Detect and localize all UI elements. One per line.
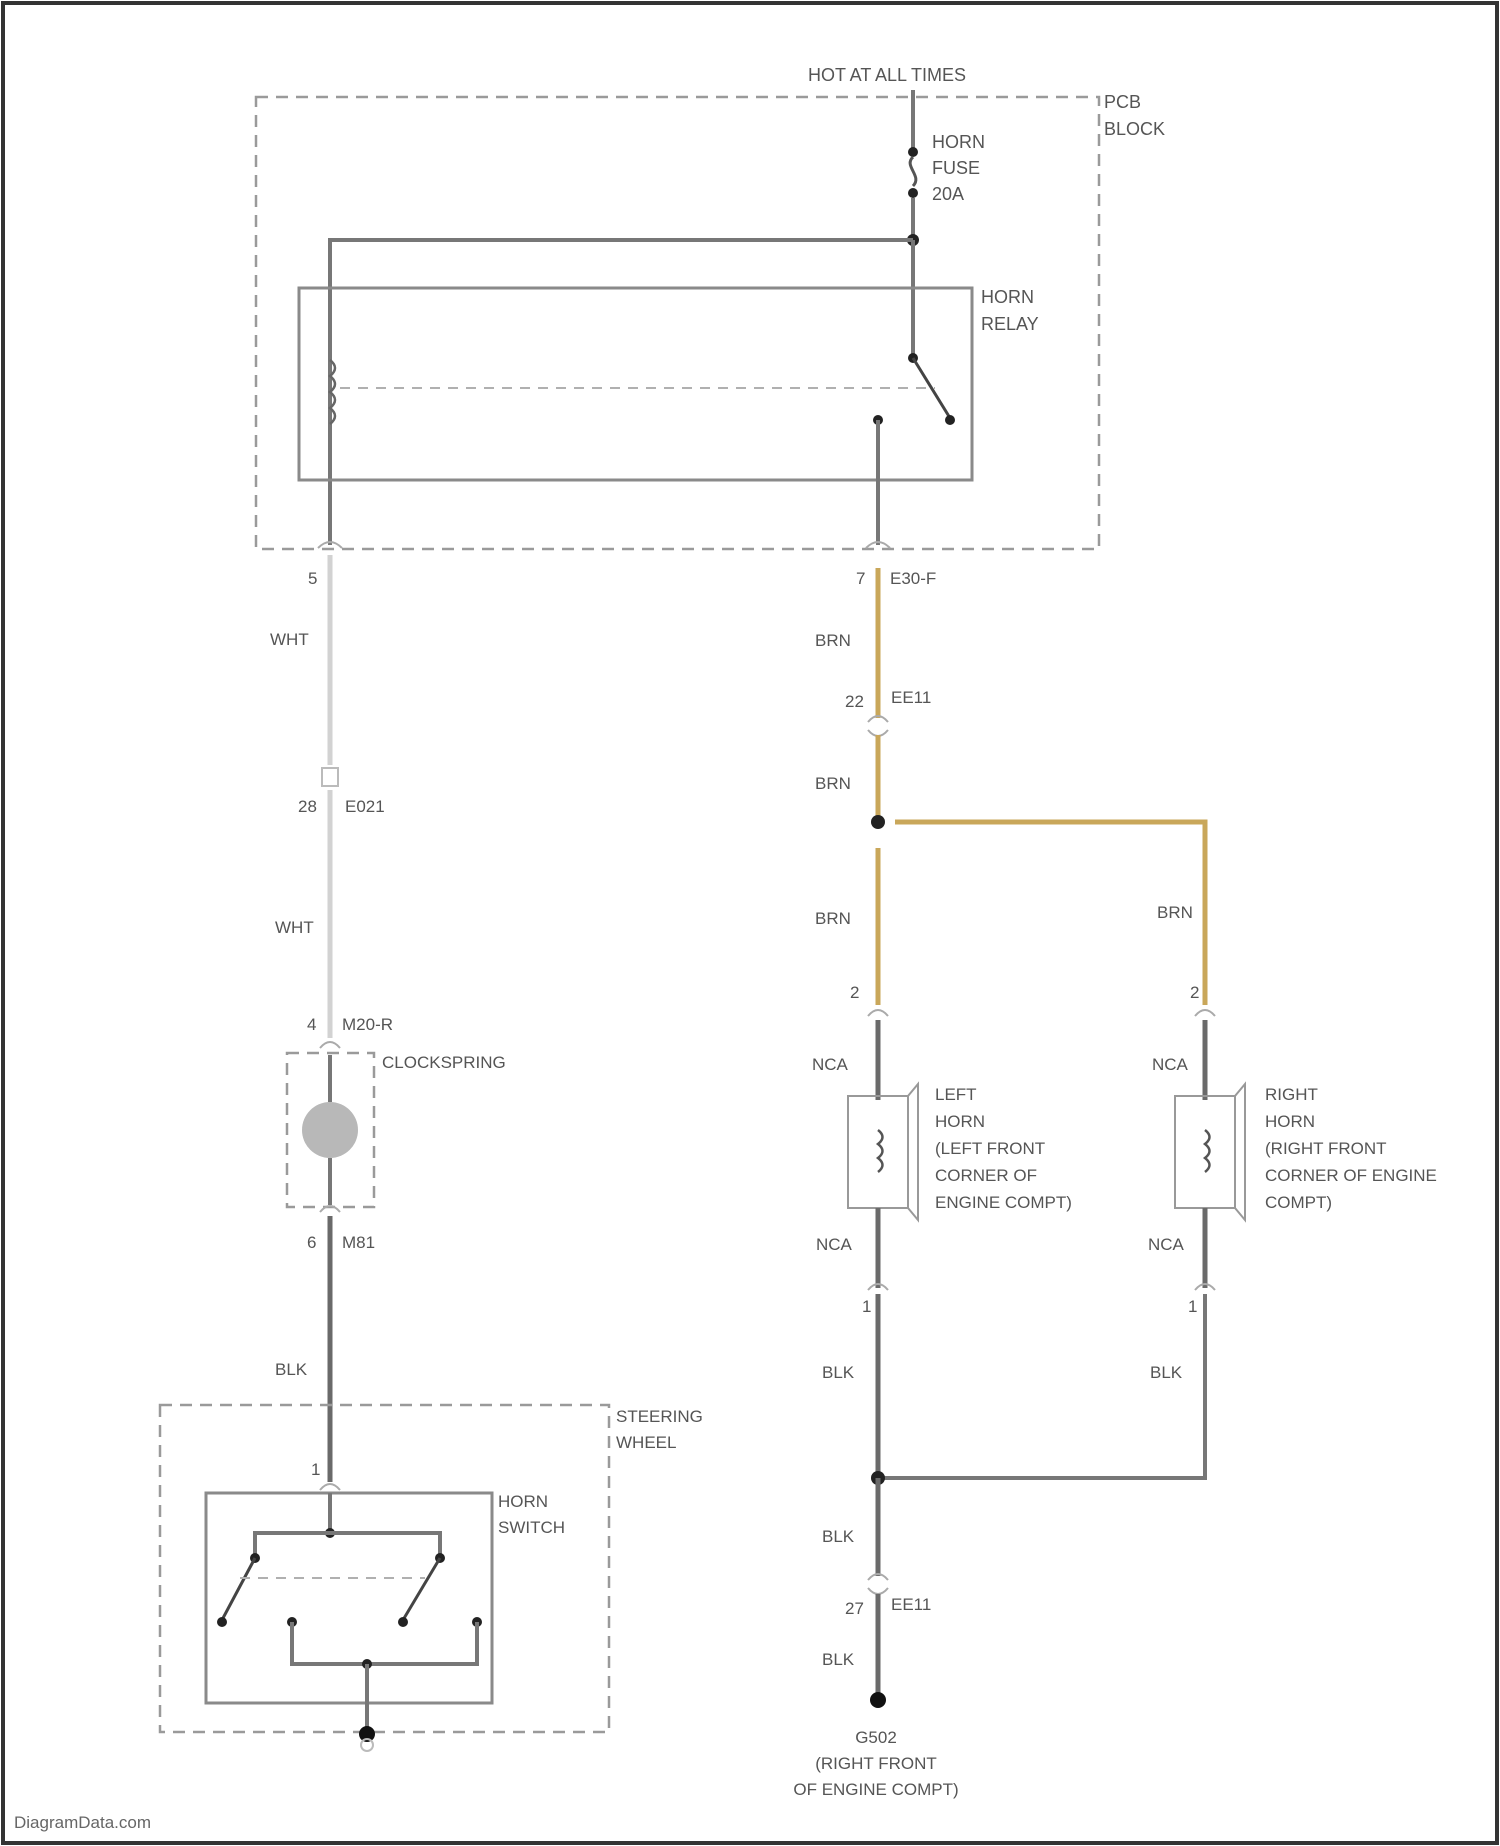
relay-pin-right-number: 7 bbox=[856, 569, 865, 588]
fuse-terminal-top bbox=[908, 147, 918, 157]
chassis-ground-icon bbox=[870, 1692, 886, 1708]
blk-wire-label-4: BLK bbox=[822, 1650, 855, 1669]
right-horn-top-pin: 2 bbox=[1190, 983, 1199, 1002]
e30-connector-label: E30-F bbox=[890, 569, 936, 588]
clockspring-label: CLOCKSPRING bbox=[382, 1053, 506, 1072]
horn-switch-label: HORN bbox=[498, 1492, 548, 1511]
horn-fuse-label-2: FUSE bbox=[932, 158, 980, 178]
brn-wire-label-2: BRN bbox=[815, 774, 851, 793]
ground-point-location-2: OF ENGINE COMPT) bbox=[793, 1780, 958, 1799]
m81-connector-label: M81 bbox=[342, 1233, 375, 1252]
left-horn-label-2: HORN bbox=[935, 1112, 985, 1131]
left-horn-label-5: ENGINE COMPT) bbox=[935, 1193, 1072, 1212]
left-horn-bottom-pin: 1 bbox=[862, 1297, 871, 1316]
blk-wire-label-2: BLK bbox=[1150, 1363, 1183, 1382]
left-horn-label-3: (LEFT FRONT bbox=[935, 1139, 1045, 1158]
right-horn-label-2: HORN bbox=[1265, 1112, 1315, 1131]
pcb-block-label: PCB bbox=[1104, 92, 1141, 112]
left-horn-label-1: LEFT bbox=[935, 1085, 977, 1104]
right-horn-nca-top: NCA bbox=[1152, 1055, 1189, 1074]
right-horn-label-4: CORNER OF ENGINE bbox=[1265, 1166, 1437, 1185]
ee11-top-pin-number: 22 bbox=[845, 692, 864, 711]
right-horn-label-3: (RIGHT FRONT bbox=[1265, 1139, 1387, 1158]
horn-relay-label-2: RELAY bbox=[981, 314, 1039, 334]
ee11-bottom-connector-label: EE11 bbox=[891, 1595, 931, 1614]
left-horn-nca-bottom: NCA bbox=[816, 1235, 853, 1254]
wht-wire-label-2: WHT bbox=[275, 918, 314, 937]
relay-pin-left-number: 5 bbox=[308, 569, 317, 588]
right-horn-label-5: COMPT) bbox=[1265, 1193, 1332, 1212]
left-horn-top-pin: 2 bbox=[850, 983, 859, 1002]
horn-switch-pin-number: 1 bbox=[311, 1460, 320, 1479]
blk-wire-label-3: BLK bbox=[822, 1527, 855, 1546]
horn-relay-label: HORN bbox=[981, 287, 1034, 307]
blk-wire-label-switch: BLK bbox=[275, 1360, 308, 1379]
right-horn-bottom-pin: 1 bbox=[1188, 1297, 1197, 1316]
right-horn-nca-bottom: NCA bbox=[1148, 1235, 1185, 1254]
blk-wire-label-1: BLK bbox=[822, 1363, 855, 1382]
right-horn-label-1: RIGHT bbox=[1265, 1085, 1318, 1104]
pcb-block-label-2: BLOCK bbox=[1104, 119, 1165, 139]
brn-wire-label-4: BRN bbox=[1157, 903, 1193, 922]
m81-pin-number: 6 bbox=[307, 1233, 316, 1252]
m20-connector-label: M20-R bbox=[342, 1015, 393, 1034]
relay-switch-contact bbox=[945, 415, 955, 425]
left-horn-nca-top: NCA bbox=[812, 1055, 849, 1074]
ground-point-label: G502 bbox=[855, 1728, 897, 1747]
brn-wire-label-1: BRN bbox=[815, 631, 851, 650]
fuse-terminal-bottom bbox=[908, 188, 918, 198]
hot-at-all-times-label: HOT AT ALL TIMES bbox=[808, 65, 966, 85]
m20-pin-number: 4 bbox=[307, 1015, 316, 1034]
horn-switch-label-2: SWITCH bbox=[498, 1518, 565, 1537]
e021-pin-number: 28 bbox=[298, 797, 317, 816]
e021-connector-label: E021 bbox=[345, 797, 385, 816]
horn-fuse-label: HORN bbox=[932, 132, 985, 152]
horn-switch-contact-5 bbox=[398, 1617, 408, 1627]
steering-wheel-label: STEERING bbox=[616, 1407, 703, 1426]
clockspring-icon bbox=[302, 1102, 358, 1158]
steering-wheel-label-2: WHEEL bbox=[616, 1433, 676, 1452]
wht-wire-label-1: WHT bbox=[270, 630, 309, 649]
diagram-credit: DiagramData.com bbox=[14, 1813, 151, 1832]
left-horn-label-4: CORNER OF bbox=[935, 1166, 1037, 1185]
brn-wire-label-3: BRN bbox=[815, 909, 851, 928]
brn-splice-junction bbox=[871, 815, 885, 829]
ee11-bottom-pin-number: 27 bbox=[845, 1599, 864, 1618]
ee11-top-connector-label: EE11 bbox=[891, 688, 931, 707]
horn-switch-contact-3 bbox=[217, 1617, 227, 1627]
ground-point-location-1: (RIGHT FRONT bbox=[815, 1754, 937, 1773]
horn-fuse-rating: 20A bbox=[932, 184, 964, 204]
